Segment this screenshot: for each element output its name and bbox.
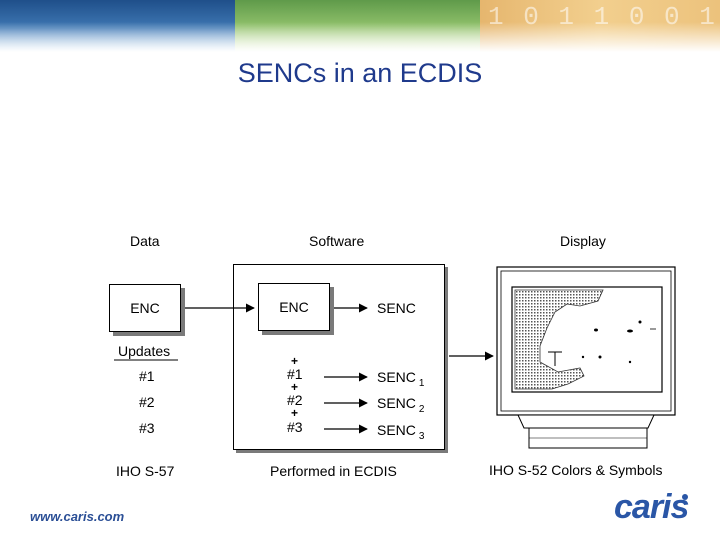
header-banner: 1 0 1 1 0 0 1 1 1 0 [0, 0, 720, 52]
software-update-1: #1 [287, 366, 303, 382]
footer-display: IHO S-52 Colors & Symbols [489, 462, 663, 478]
data-enc-label: ENC [130, 300, 160, 316]
senc-version-1-sub: 1 [418, 378, 425, 389]
software-update-3: #3 [287, 419, 303, 435]
senc-version-2-sub: 2 [418, 404, 425, 415]
senc-version-1-label: SENC [377, 369, 416, 385]
data-update-1: #1 [139, 368, 155, 384]
banner-fade [0, 22, 720, 52]
software-enc-label: ENC [279, 299, 309, 315]
header-data: Data [130, 233, 160, 249]
footer-data: IHO S-57 [116, 463, 175, 479]
data-update-3: #3 [139, 420, 155, 436]
website-link[interactable]: www.caris.com [30, 509, 125, 524]
data-update-2: #2 [139, 394, 155, 410]
senc-version-2-label: SENC [377, 395, 416, 411]
plus-sign-3: + [291, 406, 299, 420]
software-update-2: #2 [287, 392, 303, 408]
software-frame [233, 264, 445, 450]
header-display: Display [560, 233, 606, 249]
senc-version-3-sub: 3 [418, 431, 425, 442]
plus-sign-2: + [291, 380, 299, 394]
software-senc-label: SENC [377, 300, 416, 316]
caris-logo-mark [682, 494, 688, 500]
slide-title: SENCs in an ECDIS [237, 58, 483, 88]
header-software: Software [309, 233, 365, 249]
plus-sign-1: + [291, 354, 299, 368]
data-enc-box: ENC [109, 284, 181, 332]
monitor-icon [496, 266, 676, 449]
software-enc-box: ENC [258, 283, 330, 331]
senc-version-3-label: SENC [377, 422, 416, 438]
caris-logo: caris [614, 488, 689, 526]
footer-software: Performed in ECDIS [270, 463, 397, 479]
updates-heading: Updates [118, 343, 171, 359]
